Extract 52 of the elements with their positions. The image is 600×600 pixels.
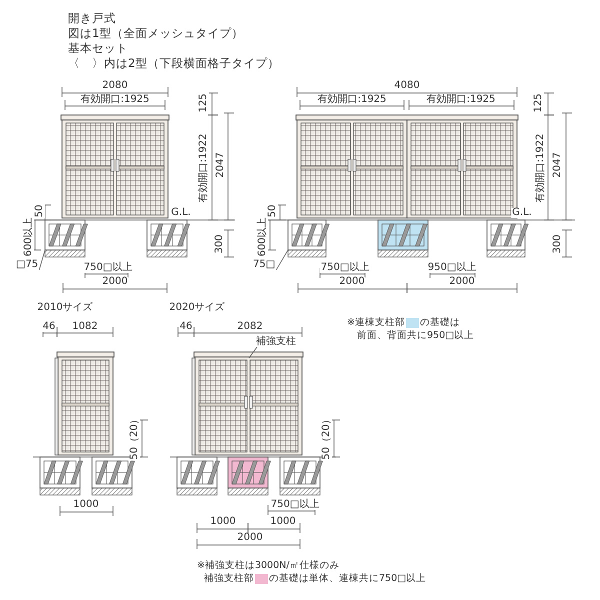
dimension-label: 有効開口:1922 [536, 132, 546, 204]
dimension-label: 600以上 [258, 216, 268, 258]
heading-note: 〈 〉内は2型（下段横面格子タイプ） [68, 57, 280, 70]
leader-line [276, 250, 288, 270]
note-text: 前面、背面共に950□以上 [357, 331, 474, 342]
note-text: の基礎は [420, 318, 460, 328]
dimension-label: 2047 [553, 151, 563, 179]
dimension-label: 2082 [236, 322, 264, 332]
dimension-label: 2000 [101, 277, 129, 287]
dimension-label: 1000 [269, 517, 297, 527]
dimension-label: 2000 [236, 533, 264, 543]
callout-label: 75□ [252, 260, 276, 270]
dimension-label: 50 [268, 204, 278, 218]
dimension-label: 2010サイズ [36, 303, 94, 313]
dimension-label: 750□以上 [82, 263, 134, 273]
leader-line [38, 250, 46, 270]
dimension-label: 2047 [216, 151, 226, 179]
note-text: の基礎は単体、連棟共に750□以上 [269, 574, 426, 584]
dimension-label: 50 [35, 204, 45, 218]
dimension-label: 46 [42, 322, 56, 332]
dimension-label: 2000 [338, 277, 366, 287]
note-text: ※補強支柱は3000N/㎡仕様のみ [197, 561, 340, 572]
dimension-label: 4080 [393, 81, 421, 91]
dimension-label: 125 [199, 92, 209, 114]
callout-label: 補強支柱 [255, 337, 297, 347]
dimension-label: 1082 [71, 322, 99, 332]
dimension-label: 1000 [209, 517, 237, 527]
leader-line [248, 346, 258, 358]
dimension-label: 300 [215, 233, 225, 255]
dimension-label: G.L. [170, 208, 192, 218]
dimension-label: 1000 [72, 500, 100, 510]
heading-note: 開き戸式 [68, 12, 116, 25]
dimension-label: G.L. [511, 208, 533, 218]
dimension-label: 46 [178, 322, 194, 332]
callout-label: □75 [15, 260, 40, 270]
heading-note: 基本セット [68, 42, 128, 55]
dimension-label: 950□以上 [426, 263, 478, 273]
dimension-label: 有効開口:1925 [316, 95, 388, 105]
dimension-label: 600以上 [24, 216, 34, 258]
dimension-label: 有効開口:1925 [426, 95, 496, 105]
note-text: ※連棟支柱部 [347, 318, 405, 328]
dimension-label: 750□以上 [320, 263, 370, 273]
dimension-label: 2000 [448, 277, 476, 287]
dimension-label: 125 [534, 92, 544, 114]
dimension-label: 750□以上 [270, 500, 320, 510]
note-text: 補強支柱部 [204, 574, 254, 584]
dimension-label: 300 [553, 233, 563, 255]
dimension-label: 2080 [101, 81, 129, 91]
dimension-label: 有効開口:1922 [199, 132, 209, 204]
heading-note: 図は1型（全面メッシュタイプ） [68, 27, 244, 40]
dimension-label: 有効開口:1925 [80, 95, 150, 105]
dimension-label: 2020サイズ [168, 303, 226, 313]
